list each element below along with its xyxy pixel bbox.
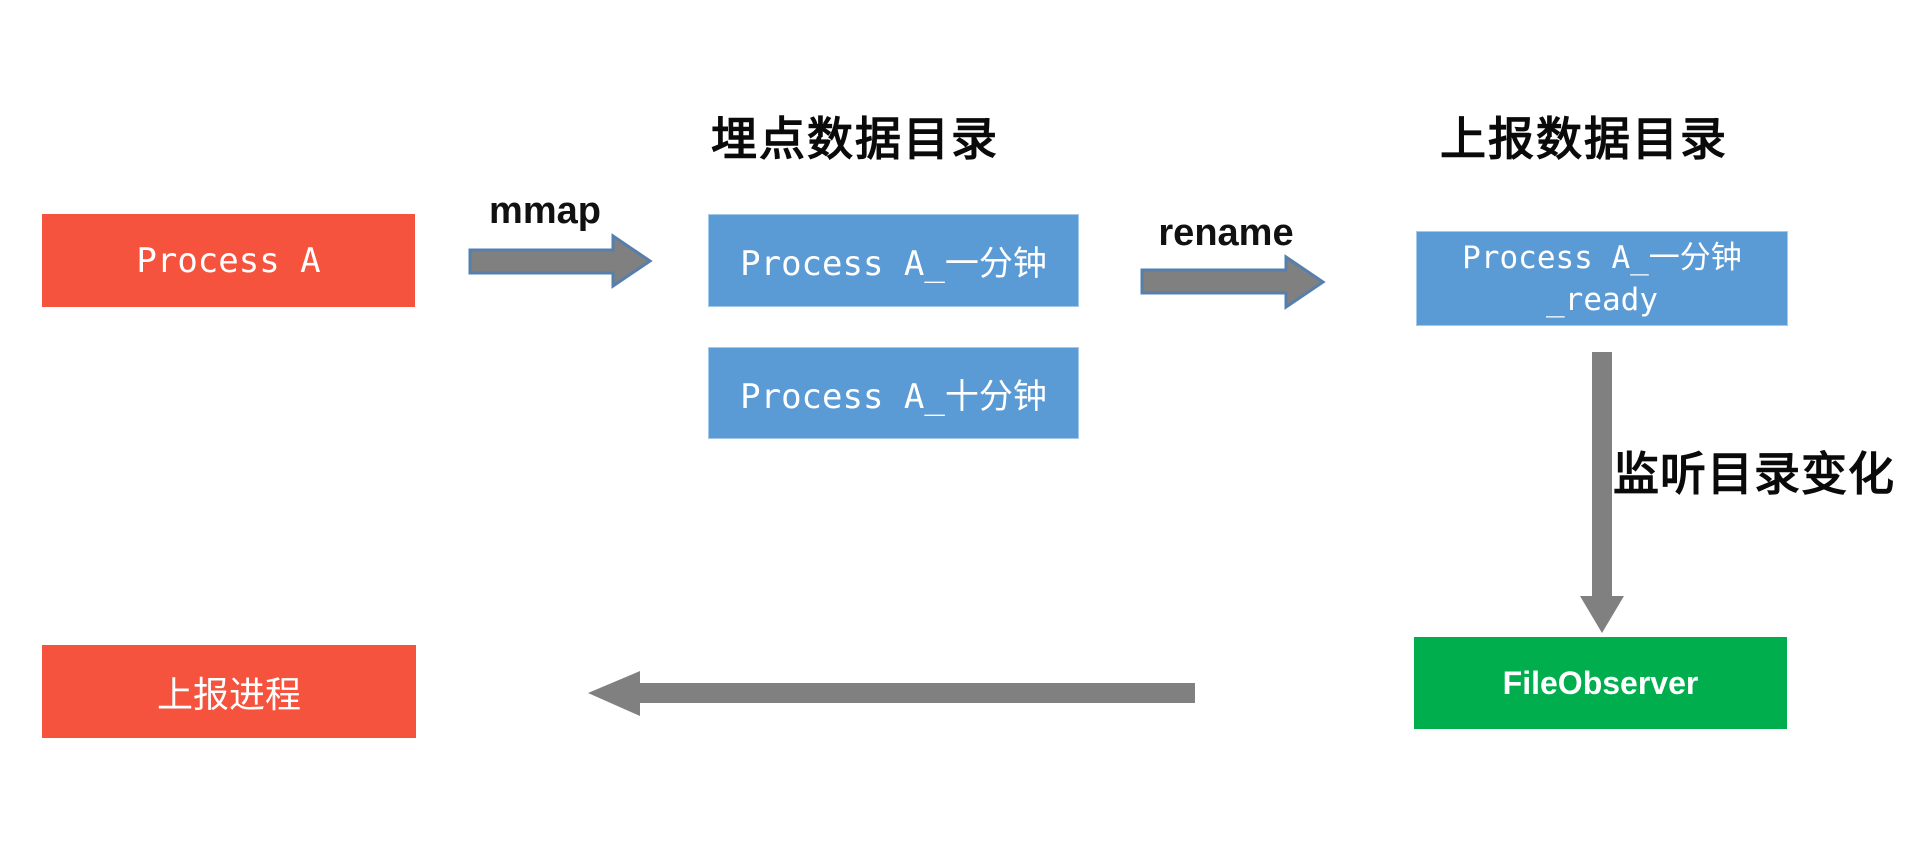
node-process-a: Process A [42, 214, 415, 307]
reporting-directory-title: 上报数据目录 [1440, 112, 1728, 166]
mmap-arrow [468, 233, 653, 289]
mmap-label: mmap [489, 190, 601, 232]
node-process-a-1min: Process A_一分钟 [708, 214, 1079, 307]
node-process-a-label: Process A [136, 240, 321, 281]
node-ready-line2: _ready [1546, 281, 1658, 318]
notify-report-arrow [588, 671, 1195, 716]
node-report-process: 上报进程 [42, 645, 416, 738]
node-process-a-1min-label: Process A_一分钟 [740, 244, 1047, 284]
node-ready-line1: Process A_一分钟 [1462, 239, 1742, 276]
node-process-a-1min-ready: Process A_一分钟 _ready [1416, 231, 1788, 326]
node-file-observer-label: FileObserver [1502, 664, 1699, 701]
watch-directory-label: 监听目录变化 [1613, 447, 1895, 501]
node-process-a-10min-label: Process A_十分钟 [740, 376, 1047, 417]
rename-label: rename [1158, 212, 1294, 254]
rename-arrow [1140, 254, 1326, 310]
tracking-directory-title: 埋点数据目录 [711, 112, 999, 166]
node-report-process-label: 上报进程 [156, 674, 301, 716]
node-process-a-10min: Process A_十分钟 [708, 347, 1079, 439]
node-file-observer: FileObserver [1414, 637, 1787, 729]
